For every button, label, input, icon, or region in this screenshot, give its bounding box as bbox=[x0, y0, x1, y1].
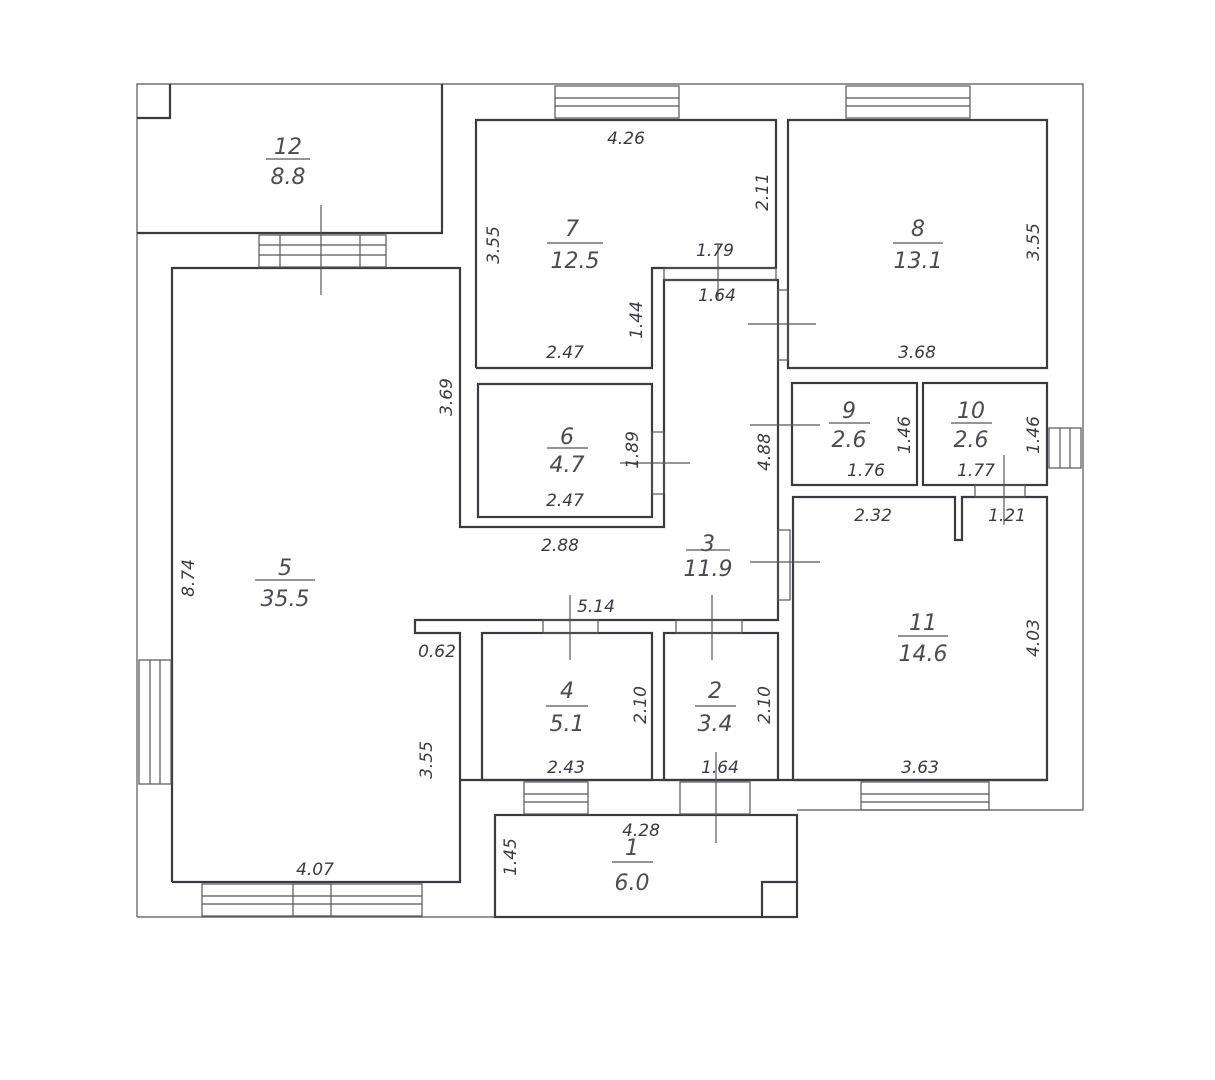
dimension-label: 4.07 bbox=[296, 860, 334, 880]
room-area: 11.9 bbox=[684, 557, 733, 582]
room-number: 9 bbox=[842, 399, 856, 424]
room-7: 712.5 bbox=[547, 217, 603, 274]
room-area: 2.6 bbox=[954, 428, 989, 453]
room-number: 12 bbox=[274, 135, 302, 160]
dimension-label: 3.55 bbox=[484, 226, 504, 264]
dimension-label: 1.45 bbox=[501, 838, 521, 876]
dimension-label: 1.64 bbox=[698, 286, 736, 306]
room-number: 11 bbox=[909, 611, 937, 636]
room-number: 3 bbox=[701, 532, 715, 557]
window bbox=[523, 781, 589, 815]
dimension-label: 1.79 bbox=[696, 241, 734, 261]
room-number: 10 bbox=[957, 399, 985, 424]
dimension-label: 4.88 bbox=[755, 433, 775, 471]
dimension-labels: 4.26 2.11 3.55 1.79 1.64 1.44 2.47 3.68 … bbox=[179, 129, 1044, 880]
window bbox=[138, 659, 172, 785]
dimension-label: 2.43 bbox=[547, 758, 585, 778]
room-area: 3.4 bbox=[698, 712, 733, 737]
dimension-label: 1.89 bbox=[623, 431, 643, 469]
room-5: 535.5 bbox=[255, 556, 315, 612]
room-3: 311.9 bbox=[684, 532, 733, 582]
room-labels: 128.8 712.5 813.1 64.7 92.6 102.6 311.9 … bbox=[255, 135, 992, 896]
dimension-label: 3.63 bbox=[901, 758, 939, 778]
room-area: 13.1 bbox=[894, 249, 943, 274]
dimension-label: 1.64 bbox=[701, 758, 739, 778]
dimension-label: 3.55 bbox=[1024, 223, 1044, 261]
room-area: 6.0 bbox=[615, 871, 650, 896]
window bbox=[554, 85, 680, 119]
room-4: 45.1 bbox=[546, 679, 588, 737]
dimension-label: 8.74 bbox=[179, 559, 199, 597]
dimension-label: 1.46 bbox=[1024, 416, 1044, 454]
dimension-label: 1.21 bbox=[988, 506, 1026, 526]
room-6: 64.7 bbox=[547, 425, 588, 478]
windows bbox=[138, 85, 1082, 917]
outer-boundary bbox=[136, 83, 1084, 918]
room-11: 11 14.6 bbox=[898, 611, 948, 667]
window bbox=[845, 85, 971, 119]
window bbox=[860, 781, 990, 811]
room-area: 5.1 bbox=[550, 712, 585, 737]
dimension-label: 1.77 bbox=[957, 461, 995, 481]
room-area: 14.6 bbox=[899, 642, 948, 667]
room-number: 8 bbox=[911, 217, 925, 242]
dimension-label: 5.14 bbox=[577, 597, 615, 617]
window bbox=[201, 883, 423, 917]
dimension-label: 2.10 bbox=[631, 686, 651, 724]
room-number: 1 bbox=[625, 836, 639, 861]
dimension-label: 3.55 bbox=[417, 741, 437, 779]
room-number: 4 bbox=[560, 679, 574, 704]
dimension-label: 2.88 bbox=[541, 536, 579, 556]
walls bbox=[137, 84, 1049, 919]
door-marks bbox=[320, 205, 1026, 843]
dimension-label: 1.46 bbox=[895, 416, 915, 454]
room-area: 8.8 bbox=[271, 165, 306, 190]
door-opening bbox=[679, 781, 751, 815]
dimension-label: 3.68 bbox=[898, 343, 936, 363]
room-area: 2.6 bbox=[832, 428, 867, 453]
room-area: 35.5 bbox=[261, 587, 310, 612]
dimension-label: 4.26 bbox=[607, 129, 645, 149]
dimension-label: 0.62 bbox=[418, 642, 456, 662]
room-number: 6 bbox=[560, 425, 574, 450]
dimension-label: 2.32 bbox=[854, 506, 892, 526]
room-area: 4.7 bbox=[550, 453, 585, 478]
dimension-label: 3.69 bbox=[437, 378, 457, 416]
room-12: 128.8 bbox=[266, 135, 310, 190]
room-number: 5 bbox=[278, 556, 292, 581]
dimension-label: 4.28 bbox=[622, 821, 660, 841]
room-area: 12.5 bbox=[551, 249, 600, 274]
room-1: 16.0 bbox=[612, 836, 653, 896]
dimension-label: 2.47 bbox=[546, 491, 584, 511]
room-number: 2 bbox=[708, 679, 722, 704]
room-number: 7 bbox=[565, 217, 579, 242]
dimension-label: 4.03 bbox=[1024, 619, 1044, 657]
dimension-label: 2.47 bbox=[546, 343, 584, 363]
room-9: 92.6 bbox=[829, 399, 870, 453]
room-8: 813.1 bbox=[893, 217, 943, 274]
window bbox=[258, 234, 387, 268]
dimension-label: 1.76 bbox=[847, 461, 885, 481]
room-10: 102.6 bbox=[951, 399, 992, 453]
room-2: 23.4 bbox=[695, 679, 736, 737]
dimension-label: 2.11 bbox=[753, 173, 773, 211]
dimension-label: 1.44 bbox=[627, 301, 647, 339]
window bbox=[1048, 427, 1082, 469]
dimension-label: 2.10 bbox=[755, 686, 775, 724]
